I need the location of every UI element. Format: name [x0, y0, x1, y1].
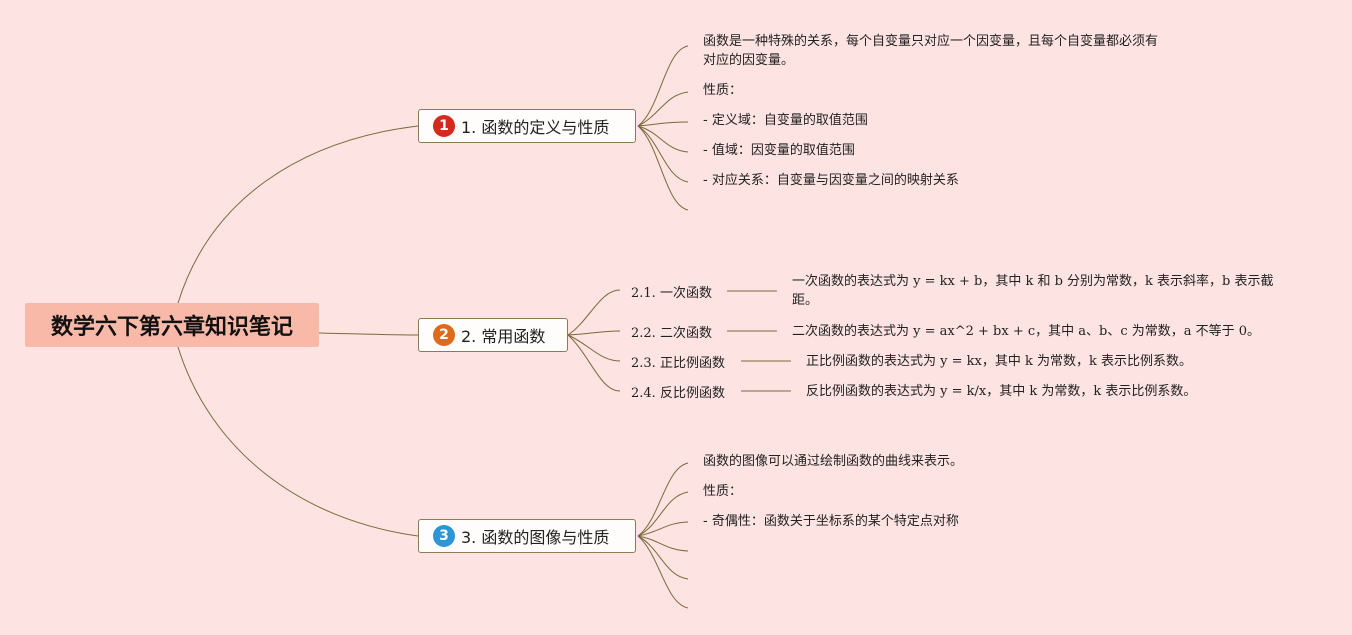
link-root-branch-3 [177, 346, 419, 537]
link-b2-sub-2 [567, 330, 621, 336]
sub-topic-2-1[interactable]: 2.1. 一次函数 [631, 286, 712, 301]
branch-3-leaf-2: 性质： [703, 484, 743, 499]
sub-topic-2-2[interactable]: 2.2. 二次函数 [631, 326, 712, 341]
sub-topic-2-1-desc: 一次函数的表达式为 y = kx + b，其中 k 和 b 分别为常数，k 表示… [792, 274, 1274, 308]
root-topic[interactable]: 数学六下第六章知识笔记 [25, 303, 319, 347]
sub-topic-2-4-desc: 反比例函数的表达式为 y = k/x，其中 k 为常数，k 表示比例系数。 [806, 384, 1197, 399]
number-badge-3: 3 [433, 525, 455, 547]
link-b1-leaf-2 [637, 91, 689, 127]
link-root-branch-2 [318, 332, 419, 336]
link-b2-sub-3 [567, 334, 621, 362]
sub-topic-2-3-desc: 正比例函数的表达式为 y = kx，其中 k 为常数，k 表示比例系数。 [806, 354, 1192, 369]
number-badge-1: 1 [433, 115, 455, 137]
link-b2-sub-1 [567, 289, 621, 336]
branch-3-label: 3. 函数的图像与性质 [461, 528, 610, 547]
number-badge-2: 2 [433, 324, 455, 346]
sub-topic-2-3[interactable]: 2.3. 正比例函数 [631, 356, 725, 371]
branch-3-node[interactable]: 3 3. 函数的图像与性质 [418, 519, 636, 553]
branch-1-leaf-1: 函数是一种特殊的关系，每个自变量只对应一个因变量，且每个自变量都必须有 [703, 34, 1159, 49]
branch-1-leaf-4: - 值域：因变量的取值范围 [703, 143, 855, 158]
branch-2-node[interactable]: 2 2. 常用函数 [418, 318, 568, 352]
link-b2-sub-4 [567, 334, 621, 392]
branch-3-leaf-1: 函数的图像可以通过绘制函数的曲线来表示。 [703, 454, 964, 469]
link-b3-leaf-3 [637, 521, 689, 537]
root-title: 数学六下第六章知识笔记 [50, 315, 293, 340]
sub-topic-2-2-desc: 二次函数的表达式为 y = ax^2 + bx + c，其中 a、b、c 为常数… [792, 324, 1261, 339]
branch-1-label: 1. 函数的定义与性质 [461, 118, 610, 137]
link-b1-leaf-6 [637, 125, 689, 211]
link-b3-leaf-1 [637, 462, 689, 537]
branch-1-node[interactable]: 1 1. 函数的定义与性质 [418, 109, 636, 143]
link-b1-leaf-1 [637, 45, 689, 127]
branch-1-leaf-5: - 对应关系：自变量与因变量之间的映射关系 [703, 173, 959, 188]
branch-1-leaf-2: 性质： [703, 83, 743, 98]
branch-1-leaf-3: - 定义域：自变量的取值范围 [703, 113, 868, 128]
link-b3-leaf-2 [637, 491, 689, 537]
link-b3-leaf-4 [637, 535, 689, 552]
link-b3-leaf-5 [637, 535, 689, 580]
branch-1-leaf-1-cont: 对应的因变量。 [703, 53, 795, 68]
link-b1-leaf-5 [637, 125, 689, 183]
link-b3-leaf-6 [637, 535, 689, 609]
branch-3-leaf-3: - 奇偶性：函数关于坐标系的某个特定点对称 [703, 514, 959, 529]
link-b1-leaf-4 [637, 125, 689, 153]
link-b1-leaf-3 [637, 121, 689, 127]
sub-topic-2-4[interactable]: 2.4. 反比例函数 [631, 386, 725, 401]
link-root-branch-1 [177, 125, 419, 304]
branch-2-label: 2. 常用函数 [461, 327, 546, 346]
